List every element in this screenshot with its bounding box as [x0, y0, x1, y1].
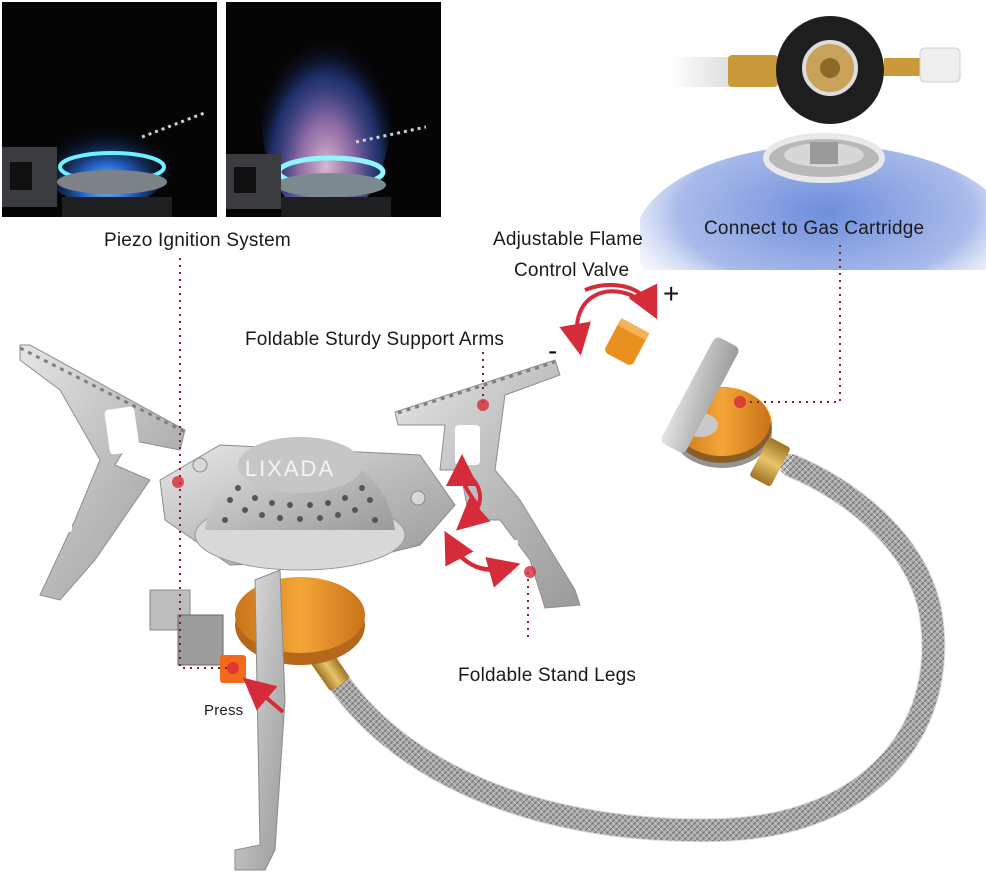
brand-logo: LIXADA: [245, 456, 335, 481]
callout-flame-valve-line2: Control Valve: [514, 260, 630, 281]
callout-piezo-ignition: Piezo Ignition System: [104, 230, 291, 251]
large-flame-photo: [226, 2, 441, 217]
braided-hose: [314, 454, 945, 842]
front-leg: [234, 569, 286, 871]
burner-head: LIXADA: [194, 437, 406, 571]
curved-arrows: [242, 283, 658, 714]
small-flame-photo: [2, 2, 217, 217]
callout-stand-legs: Foldable Stand Legs: [458, 665, 637, 686]
leader-lines: [179, 245, 841, 669]
callout-dots: [172, 396, 746, 674]
right-support-arm: [394, 359, 581, 609]
valve-decrease-symbol: -: [548, 335, 558, 366]
callout-gas-cartridge: Connect to Gas Cartridge: [704, 218, 925, 239]
flame-control-valve: [605, 318, 790, 487]
left-support-arm: [19, 344, 186, 601]
callout-flame-valve-line1: Adjustable Flame: [493, 229, 643, 250]
callout-support-arms: Foldable Sturdy Support Arms: [245, 329, 505, 350]
valve-increase-symbol: +: [663, 278, 680, 309]
callout-press: Press: [204, 702, 244, 719]
